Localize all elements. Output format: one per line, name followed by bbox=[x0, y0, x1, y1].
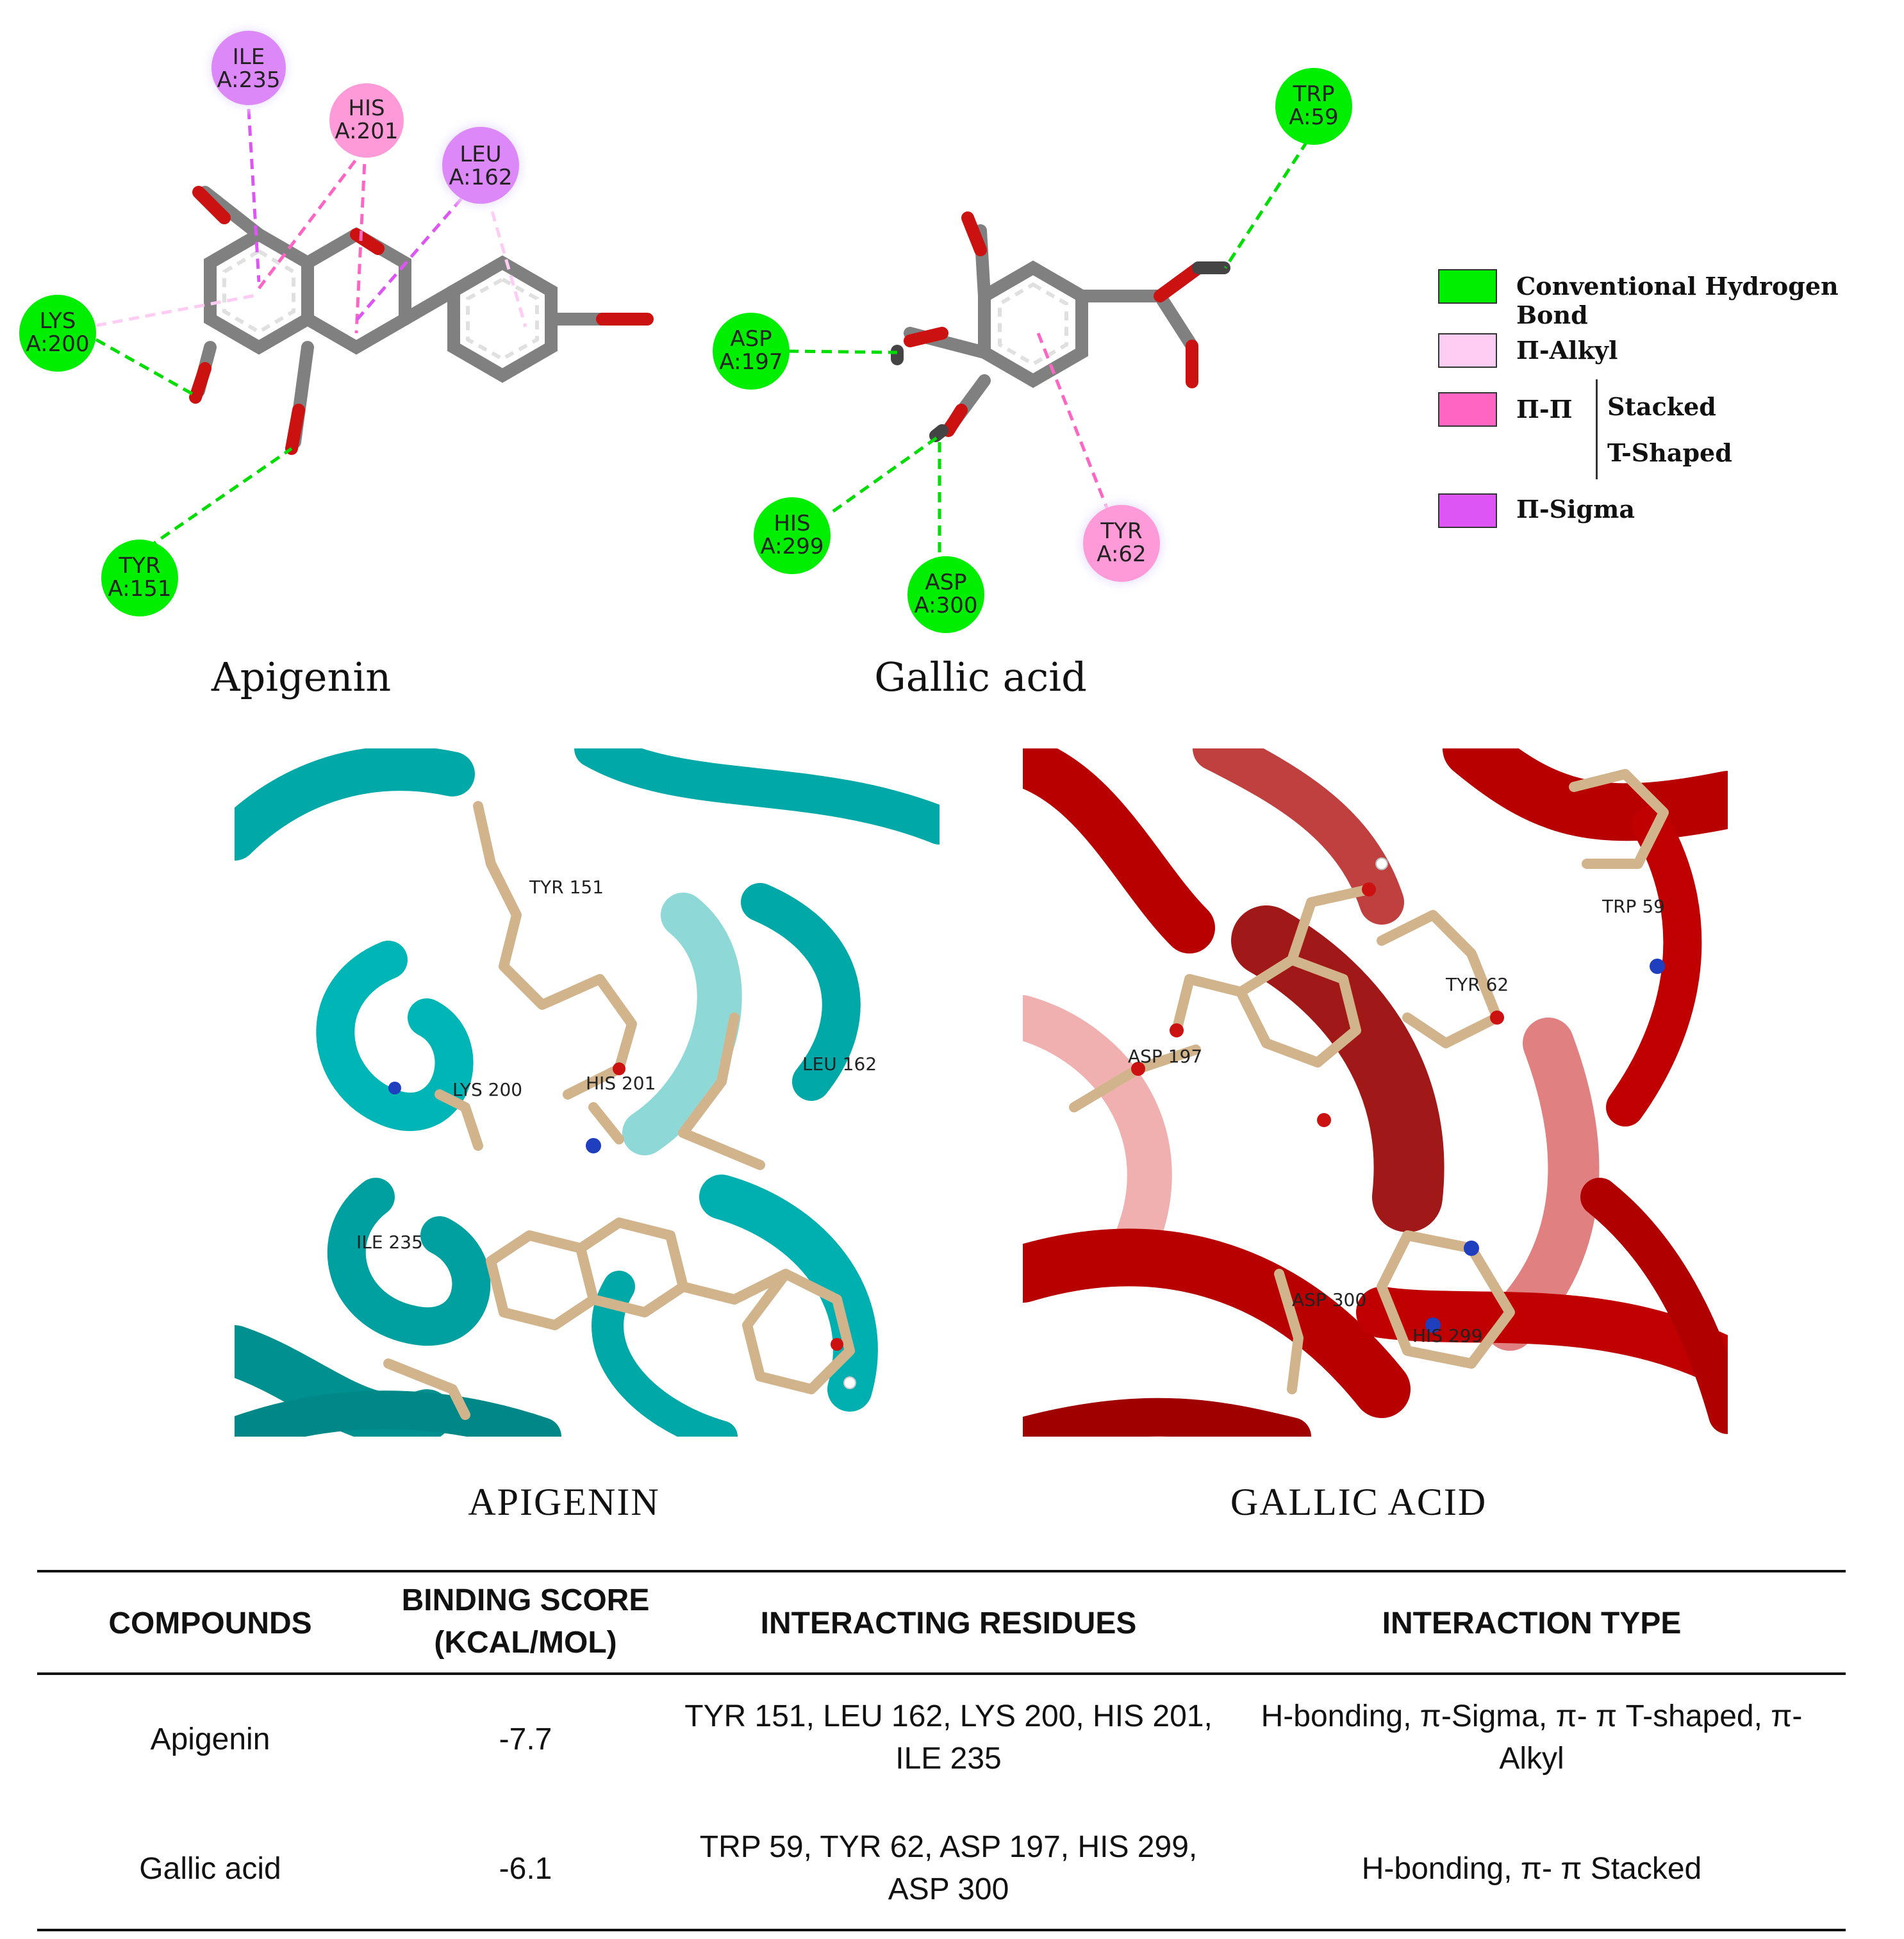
svg-text:A:300: A:300 bbox=[914, 593, 977, 618]
header-compounds: COMPOUNDS bbox=[108, 1606, 312, 1640]
residue-leu-162: LEU A:162 bbox=[429, 114, 532, 217]
cell-residues-line2: ILE 235 bbox=[895, 1742, 1002, 1776]
svg-text:ASP: ASP bbox=[730, 326, 772, 352]
label-ile-235: ILE 235 bbox=[356, 1232, 423, 1253]
label-his-299: HIS 299 bbox=[1412, 1325, 1482, 1346]
residue-trp-59: TRP A:59 bbox=[1275, 68, 1352, 145]
residue-asp-300: ASP A:300 bbox=[907, 556, 984, 633]
svg-text:LEU: LEU bbox=[459, 142, 501, 167]
svg-text:LYS: LYS bbox=[40, 308, 76, 334]
legend-bracket bbox=[1596, 379, 1598, 479]
residue-tyr-151: TYR A:151 bbox=[101, 540, 178, 616]
svg-text:A:200: A:200 bbox=[26, 331, 89, 357]
label-his-201: HIS 201 bbox=[586, 1073, 656, 1094]
legend-swatch-h-bond bbox=[1438, 269, 1497, 304]
legend-swatch-pi-sigma bbox=[1438, 493, 1497, 528]
cell-compound: Gallic acid bbox=[139, 1852, 281, 1886]
caption-apigenin-3d: APIGENIN bbox=[468, 1481, 660, 1523]
caption-apigenin-2d: Apigenin bbox=[211, 654, 392, 700]
cell-type-line2: Alkyl bbox=[1499, 1742, 1564, 1776]
legend-label-h-bond: Conventional Hydrogen Bond bbox=[1516, 272, 1839, 329]
svg-text:HIS: HIS bbox=[348, 95, 385, 121]
interaction-diagrams: ILE A:235 HIS A:201 LEU A:162 LYS A:200 … bbox=[19, 19, 1352, 633]
legend-label-pi-alkyl: Π-Alkyl bbox=[1516, 336, 1618, 365]
svg-text:A:151: A:151 bbox=[108, 576, 171, 602]
legend-label-pi-pi: Π-Π bbox=[1516, 395, 1573, 424]
svg-text:A:201: A:201 bbox=[335, 119, 398, 144]
header-interacting-residues: INTERACTING RESIDUES bbox=[760, 1606, 1137, 1640]
svg-text:A:162: A:162 bbox=[449, 165, 512, 190]
header-binding-score: BINDING SCORE bbox=[401, 1583, 650, 1617]
label-tyr-62: TYR 62 bbox=[1445, 974, 1509, 995]
residue-tyr-62: TYR A:62 bbox=[1070, 492, 1173, 595]
svg-text:A:299: A:299 bbox=[760, 534, 824, 559]
label-leu-162: LEU 162 bbox=[802, 1053, 877, 1075]
label-trp-59: TRP 59 bbox=[1602, 896, 1665, 917]
residue-lys-200: LYS A:200 bbox=[19, 295, 96, 372]
caption-gallic-2d: Gallic acid bbox=[874, 654, 1087, 700]
svg-text:TYR: TYR bbox=[1100, 518, 1142, 544]
svg-text:A:59: A:59 bbox=[1289, 104, 1338, 130]
label-asp-197: ASP 197 bbox=[1128, 1046, 1202, 1067]
cell-score: -7.7 bbox=[499, 1722, 552, 1756]
svg-text:A:62: A:62 bbox=[1097, 541, 1146, 567]
cell-compound: Apigenin bbox=[150, 1722, 270, 1756]
apigenin-3d-render: TYR 151 LYS 200 HIS 201 LEU 162 ILE 235 bbox=[235, 748, 940, 1437]
svg-text:A:197: A:197 bbox=[719, 349, 782, 375]
label-tyr-151: TYR 151 bbox=[529, 877, 604, 898]
apigenin-molecule bbox=[192, 186, 647, 449]
label-asp-300: ASP 300 bbox=[1292, 1289, 1366, 1310]
cell-type-line1: H-bonding, π-Sigma, π- π T-shaped, π- bbox=[1261, 1699, 1803, 1733]
svg-text:HIS: HIS bbox=[774, 511, 810, 536]
legend-label-pi-sigma: Π-Sigma bbox=[1516, 495, 1635, 524]
residue-asp-197: ASP A:197 bbox=[713, 313, 790, 390]
svg-text:TYR: TYR bbox=[118, 553, 160, 579]
table-top-rule bbox=[37, 1570, 1846, 1572]
legend-label-t-shaped: T-Shaped bbox=[1607, 438, 1732, 467]
header-binding-score-unit: (KCAL/MOL) bbox=[434, 1626, 617, 1660]
table-bottom-rule bbox=[37, 1929, 1846, 1931]
table-header-rule bbox=[37, 1672, 1846, 1675]
gallic-acid-molecule bbox=[904, 224, 1198, 436]
cell-score: -6.1 bbox=[499, 1852, 552, 1886]
residue-his-299: HIS A:299 bbox=[754, 497, 831, 574]
residue-his-201: HIS A:201 bbox=[329, 83, 404, 158]
svg-text:A:235: A:235 bbox=[217, 67, 280, 93]
legend-label-stacked: Stacked bbox=[1607, 392, 1716, 421]
legend-swatch-pi-pi bbox=[1438, 392, 1497, 427]
gallic-acid-3d-render: TRP 59 TYR 62 ASP 197 ASP 300 HIS 299 bbox=[1023, 748, 1728, 1437]
cell-residues-line1: TYR 151, LEU 162, LYS 200, HIS 201, bbox=[684, 1699, 1213, 1733]
caption-gallic-3d: GALLIC ACID bbox=[1230, 1481, 1487, 1523]
cell-residues-line2: ASP 300 bbox=[888, 1872, 1009, 1906]
residue-ile-235: ILE A:235 bbox=[200, 19, 297, 117]
cell-type-line1: H-bonding, π- π Stacked bbox=[1361, 1852, 1702, 1886]
svg-text:TRP: TRP bbox=[1293, 81, 1335, 107]
label-lys-200: LYS 200 bbox=[452, 1079, 522, 1100]
header-interaction-type: INTERACTION TYPE bbox=[1382, 1606, 1682, 1640]
svg-text:ASP: ASP bbox=[925, 570, 966, 595]
cell-residues-line1: TRP 59, TYR 62, ASP 197, HIS 299, bbox=[699, 1830, 1198, 1864]
legend-swatch-pi-alkyl bbox=[1438, 333, 1497, 368]
svg-text:ILE: ILE bbox=[233, 44, 265, 70]
